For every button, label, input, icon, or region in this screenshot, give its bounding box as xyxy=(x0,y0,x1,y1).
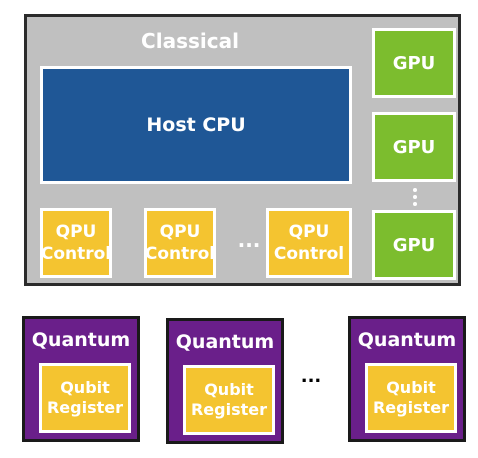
gpu-label: GPU xyxy=(392,234,436,256)
qpu-control-line1: QPU xyxy=(55,222,97,242)
qubit-register-line1: Qubit xyxy=(60,378,110,397)
gpu-vertical-ellipsis xyxy=(403,185,427,209)
qubit-register-line1: Qubit xyxy=(204,380,254,399)
host-cpu-label: Host CPU xyxy=(146,114,246,136)
quantum-block: Quantum Qubit Register xyxy=(166,318,284,444)
quantum-title: Quantum xyxy=(31,329,131,351)
qpu-control-line1: QPU xyxy=(288,222,330,242)
gpu-label: GPU xyxy=(392,136,436,158)
qpu-control-block: QPU Control xyxy=(266,208,352,278)
qpu-control-block: QPU Control xyxy=(144,208,216,278)
qpu-control-block: QPU Control xyxy=(40,208,112,278)
quantum-title: Quantum xyxy=(175,331,275,353)
gpu-label: GPU xyxy=(392,52,436,74)
gpu-block: GPU xyxy=(372,210,456,280)
qubit-register-block: Qubit Register xyxy=(365,363,457,433)
quantum-block: Quantum Qubit Register xyxy=(348,316,466,442)
qpu-control-line2: Control xyxy=(144,244,216,264)
qpu-ellipsis: ... xyxy=(237,228,261,252)
quantum-title: Quantum xyxy=(357,329,457,351)
qpu-control-line2: Control xyxy=(40,244,112,264)
gpu-block: GPU xyxy=(372,112,456,182)
qubit-register-block: Qubit Register xyxy=(39,363,131,433)
qubit-register-line2: Register xyxy=(46,398,124,417)
gpu-block: GPU xyxy=(372,28,456,98)
quantum-block: Quantum Qubit Register xyxy=(22,316,140,442)
qubit-register-block: Qubit Register xyxy=(183,365,275,435)
qubit-register-line2: Register xyxy=(372,398,450,417)
qpu-control-line2: Control xyxy=(273,244,345,264)
qubit-register-line1: Qubit xyxy=(386,378,436,397)
host-cpu-block: Host CPU xyxy=(40,66,352,184)
classical-title: Classical xyxy=(141,29,239,53)
qpu-control-line1: QPU xyxy=(159,222,201,242)
quantum-ellipsis: ... xyxy=(300,365,322,387)
qubit-register-line2: Register xyxy=(190,400,268,419)
